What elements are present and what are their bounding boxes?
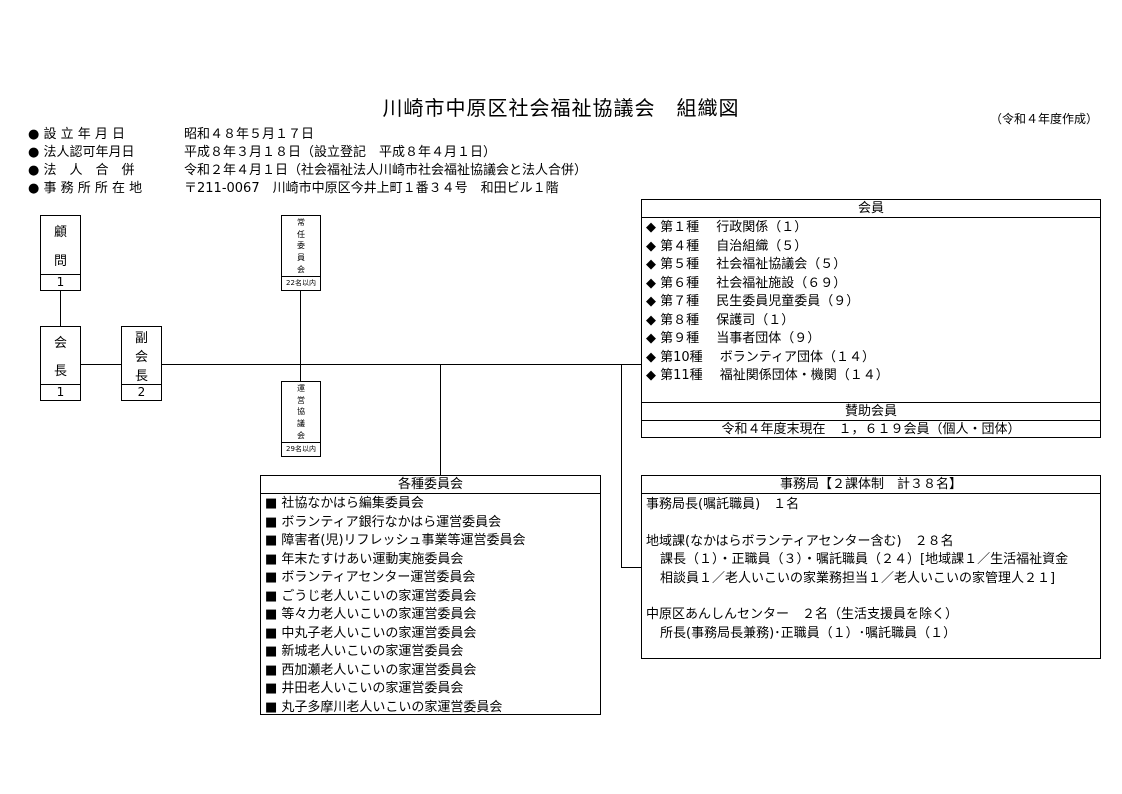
connector-standing-council: [300, 290, 301, 381]
office-regional-detail: 課長（１）・正職員（３）・嘱託職員（２４）[地域課１／生活福祉資金: [660, 552, 1069, 567]
standing-committee-label: 常 任 委 員 会: [282, 216, 320, 276]
label-char: 任: [297, 229, 305, 239]
list-item: ■ 年末たすけあい運動実施委員会: [265, 551, 464, 567]
created-note: （令和４年度作成）: [990, 112, 1099, 126]
office-body: 事務局長(嘱託職員) １名 地域課(なかはらボランティアセンター含む) ２８名 …: [642, 494, 1100, 645]
label-char: 会: [297, 265, 305, 275]
spacer: [646, 588, 1096, 606]
list-item: ■ ごうじ老人いこいの家運営委員会: [265, 588, 477, 604]
label-char: 運: [297, 383, 305, 393]
list-item: ■ ボランティア銀行なかはら運営委員会: [265, 514, 502, 530]
page-title: 川崎市中原区社会福祉協議会 組織図: [382, 96, 740, 120]
office-regional-detail: 相談員１／老人いこいの家業務担当１／老人いこいの家管理人２１]: [660, 570, 1056, 586]
list-item: ◆ 第５種 社会福祉協議会（５）: [646, 257, 847, 272]
label-char: 長: [134, 369, 148, 384]
list-item: ■ 中丸子老人いこいの家運営委員会: [265, 625, 477, 641]
chairman-box: 会 長 1: [40, 326, 81, 401]
office-anshin-detail: 所長(事務局長兼務)･正職員（１）･嘱託職員（１）: [660, 625, 957, 641]
label-char: 常: [297, 217, 305, 227]
operating-council-label: 運 営 協 議 会: [282, 382, 320, 442]
supporting-members-text: 令和４年度末現在 １，６１９会員（個人・団体）: [721, 422, 1021, 437]
list-item: ◆ 第６種 社会福祉施設（６９）: [646, 275, 847, 291]
label-char: 問: [53, 254, 67, 269]
vice-chairman-box: 副 会 長 2: [121, 326, 162, 401]
office-box: 事務局【２課体制 計３８名】 事務局長(嘱託職員) １名 地域課(なかはらボラン…: [641, 475, 1101, 659]
list-item: ◆ 第10種 ボランティア団体（１４）: [646, 349, 876, 365]
label-char: 員: [297, 253, 305, 263]
list-item: ◆ 第８種 保護司（１）: [646, 312, 795, 328]
vice-chairman-count: 2: [122, 384, 161, 400]
label-char: 会: [134, 350, 148, 365]
standing-committee-box: 常 任 委 員 会 22名以内: [281, 215, 321, 291]
info-label: ● 法 人 合 併: [28, 163, 135, 178]
list-item: ■ 障害者(児)リフレッシュ事業等運営委員会: [265, 533, 526, 548]
label-char: 長: [53, 364, 67, 380]
list-item: ◆ 第７種 民生委員児童委員（９）: [646, 294, 860, 309]
office-anshin: 中原区あんしんセンター ２名（生活支援員を除く）: [646, 607, 959, 622]
list-item: ■ 等々力老人いこいの家運営委員会: [265, 607, 477, 622]
info-row-merger: ● 法 人 合 併 令和２年４月１日（社会福祉法人川崎市社会福祉協議会と法人合併…: [28, 162, 587, 180]
info-value: 平成８年３月１８日（設立登記 平成８年４月１日）: [184, 145, 497, 160]
list-item: ■ 社協なかはら編集委員会: [265, 496, 424, 511]
label-char: 会: [53, 335, 67, 351]
advisor-box: 顧 問 1: [40, 215, 81, 291]
advisor-count: 1: [41, 274, 80, 290]
list-item: ◆ 第１種 行政関係（１）: [646, 220, 808, 235]
list-item: ■ ボランティアセンター運営委員会: [265, 570, 476, 585]
supporting-members-header: 賛助会員: [642, 402, 1100, 421]
info-label: ● 事 務 所 所 在 地: [28, 181, 143, 196]
chairman-label: 会 長: [41, 327, 80, 384]
standing-committee-count: 22名以内: [282, 276, 320, 290]
info-label: ● 設 立 年 月 日: [28, 127, 126, 142]
connector-advisor-chairman: [60, 290, 61, 326]
advisor-label: 顧 問: [41, 216, 80, 274]
label-char: 委: [297, 241, 305, 251]
office-director: 事務局長(嘱託職員) １名: [646, 497, 800, 512]
connector-office-vertical: [621, 364, 622, 568]
committees-header: 各種委員会: [261, 476, 600, 494]
label-char: 会: [297, 431, 305, 441]
label-char: 議: [297, 419, 305, 429]
operating-council-box: 運 営 協 議 会 29名以内: [281, 381, 321, 457]
info-label: ● 法人認可年月日: [28, 145, 135, 160]
label-char: 顧: [53, 225, 67, 240]
list-item: ■ 丸子多摩川老人いこいの家運営委員会: [265, 699, 503, 715]
info-row-founded: ● 設 立 年 月 日 昭和４８年５月１７日: [28, 126, 587, 144]
list-item: ◆ 第４種 自治組織（５）: [646, 238, 808, 254]
info-row-approval: ● 法人認可年月日 平成８年３月１８日（設立登記 平成８年４月１日）: [28, 144, 587, 162]
spacer: [646, 515, 1096, 533]
members-box: 会員 ◆ 第１種 行政関係（１） ◆ 第４種 自治組織（５） ◆ 第５種 社会福…: [641, 199, 1101, 438]
list-item: ■ 新城老人いこいの家運営委員会: [265, 644, 464, 659]
info-row-address: ● 事 務 所 所 在 地 〒211-0067 川崎市中原区今井上町１番３４号 …: [28, 180, 587, 198]
info-value: 〒211-0067 川崎市中原区今井上町１番３４号 和田ビル１階: [184, 181, 559, 196]
info-value: 昭和４８年５月１７日: [184, 127, 315, 142]
office-regional: 地域課(なかはらボランティアセンター含む) ２８名: [646, 533, 954, 549]
vice-chairman-label: 副 会 長: [122, 327, 161, 384]
chairman-count: 1: [41, 384, 80, 400]
list-item: ◆ 第９種 当事者団体（９）: [646, 331, 821, 346]
committees-list: ■ 社協なかはら編集委員会 ■ ボランティア銀行なかはら運営委員会 ■ 障害者(…: [261, 494, 600, 718]
info-block: ● 設 立 年 月 日 昭和４８年５月１７日 ● 法人認可年月日 平成８年３月１…: [28, 126, 587, 198]
members-list: ◆ 第１種 行政関係（１） ◆ 第４種 自治組織（５） ◆ 第５種 社会福祉協議…: [642, 218, 1100, 402]
list-item: ■ 井田老人いこいの家運営委員会: [265, 681, 464, 696]
members-header: 会員: [642, 200, 1100, 218]
committees-box: 各種委員会 ■ 社協なかはら編集委員会 ■ ボランティア銀行なかはら運営委員会 …: [260, 475, 601, 715]
connector-office-horizontal: [621, 567, 641, 568]
connector-committees: [440, 364, 441, 475]
label-char: 副: [134, 331, 148, 346]
label-char: 営: [297, 395, 305, 405]
operating-council-count: 29名以内: [282, 442, 320, 456]
connector-main-horizontal: [81, 364, 642, 365]
list-item: ■ 西加瀬老人いこいの家運営委員会: [265, 662, 477, 678]
list-item: ◆ 第11種 福祉関係団体・機関（１４）: [646, 368, 889, 383]
office-header: 事務局【２課体制 計３８名】: [642, 476, 1100, 494]
info-value: 令和２年４月１日（社会福祉法人川崎市社会福祉協議会と法人合併）: [184, 163, 588, 178]
label-char: 協: [297, 407, 305, 417]
